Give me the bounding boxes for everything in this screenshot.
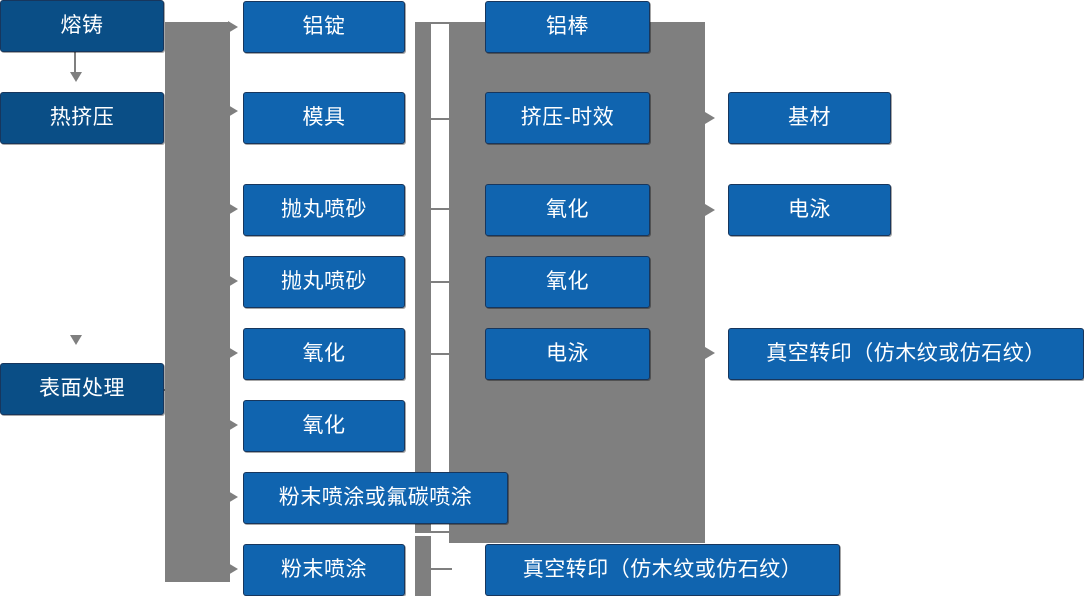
connector-bar-c2-lower [415, 536, 431, 596]
process-label-oxidation-c2-1: 氧化 [302, 342, 346, 366]
connector-tick-7 [428, 568, 452, 570]
stage-label-surface-treatment: 表面处理 [39, 377, 125, 401]
connector-trunk-stage [165, 22, 230, 582]
connector-tick-1 [415, 22, 451, 24]
process-box-extrusion-aging[interactable]: 挤压-时效 [485, 92, 650, 144]
process-box-oxidation-c2-2[interactable]: 氧化 [243, 400, 405, 452]
result-box-substrate[interactable]: 基材 [728, 92, 891, 144]
connector-line-surface [163, 389, 187, 391]
process-box-electrophoresis-c3[interactable]: 电泳 [485, 328, 650, 380]
process-box-powder-or-fluorocarbon[interactable]: 粉末喷涂或氟碳喷涂 [243, 472, 508, 524]
connector-tick-2 [428, 118, 452, 120]
connector-arrow-c2-8 [228, 563, 238, 575]
stage-label-hot-extrusion: 热挤压 [49, 106, 115, 130]
process-label-powder-coating: 粉末喷涂 [281, 558, 367, 582]
connector-tick-3 [428, 208, 452, 210]
process-label-aluminum-bar: 铝棒 [546, 15, 589, 39]
connector-arrow-c2-5 [228, 347, 238, 359]
connector-tick-4 [428, 281, 452, 283]
process-label-vacuum-transfer-c3: 真空转印（仿木纹或仿石纹） [522, 558, 803, 582]
result-box-vacuum-transfer[interactable]: 真空转印（仿木纹或仿石纹） [728, 328, 1084, 380]
process-label-oxidation-c3-1: 氧化 [546, 198, 589, 222]
process-label-electrophoresis-c3: 电泳 [546, 342, 589, 366]
connector-arrow-c4-2 [705, 204, 715, 216]
process-label-oxidation-c3-2: 氧化 [546, 270, 589, 294]
connector-arrow-c2-4 [228, 275, 238, 287]
result-box-electrophoresis[interactable]: 电泳 [728, 184, 891, 236]
stage-box-surface-treatment[interactable]: 表面处理 [0, 363, 164, 415]
process-box-shot-blasting-2[interactable]: 抛丸喷砂 [243, 256, 405, 308]
connector-arrow-down-extrusion [70, 335, 82, 345]
connector-arrow-down-melt [70, 72, 82, 82]
process-label-aluminum-ingot: 铝锭 [302, 15, 346, 39]
result-label-vacuum-transfer: 真空转印（仿木纹或仿石纹） [766, 342, 1046, 366]
process-box-oxidation-c2-1[interactable]: 氧化 [243, 328, 405, 380]
process-box-oxidation-c3-1[interactable]: 氧化 [485, 184, 650, 236]
process-label-mold: 模具 [302, 106, 346, 130]
connector-arrow-c2-1 [228, 21, 238, 33]
stage-label-melt-cast: 熔铸 [60, 14, 104, 38]
connector-tick-5 [428, 353, 452, 355]
connector-arrow-c2-3 [228, 203, 238, 215]
connector-arrow-c2-6 [228, 419, 238, 431]
process-label-shot-blasting-1: 抛丸喷砂 [281, 198, 367, 222]
process-label-extrusion-aging: 挤压-时效 [520, 106, 615, 130]
process-label-shot-blasting-2: 抛丸喷砂 [281, 270, 367, 294]
connector-arrow-c2-2 [228, 105, 238, 117]
connector-arrow-c4-1 [705, 112, 715, 124]
result-label-substrate: 基材 [788, 106, 831, 130]
connector-arrow-c2-7 [228, 491, 238, 503]
process-label-powder-or-fluorocarbon: 粉末喷涂或氟碳喷涂 [278, 486, 473, 510]
stage-box-hot-extrusion[interactable]: 热挤压 [0, 92, 164, 144]
process-box-mold[interactable]: 模具 [243, 92, 405, 144]
stage-box-melt-cast[interactable]: 熔铸 [0, 0, 164, 52]
connector-tick-6 [415, 531, 451, 533]
result-label-electrophoresis: 电泳 [788, 198, 831, 222]
process-label-oxidation-c2-2: 氧化 [302, 414, 346, 438]
process-box-powder-coating[interactable]: 粉末喷涂 [243, 544, 405, 596]
connector-arrow-c4-3 [705, 347, 715, 359]
process-box-vacuum-transfer-c3[interactable]: 真空转印（仿木纹或仿石纹） [485, 544, 840, 596]
process-box-aluminum-bar[interactable]: 铝棒 [485, 1, 650, 53]
process-box-oxidation-c3-2[interactable]: 氧化 [485, 256, 650, 308]
connector-stub-melt [74, 52, 76, 74]
process-box-aluminum-ingot[interactable]: 铝锭 [243, 1, 405, 53]
process-box-shot-blasting-1[interactable]: 抛丸喷砂 [243, 184, 405, 236]
connector-bar-c2-upper [415, 22, 431, 532]
